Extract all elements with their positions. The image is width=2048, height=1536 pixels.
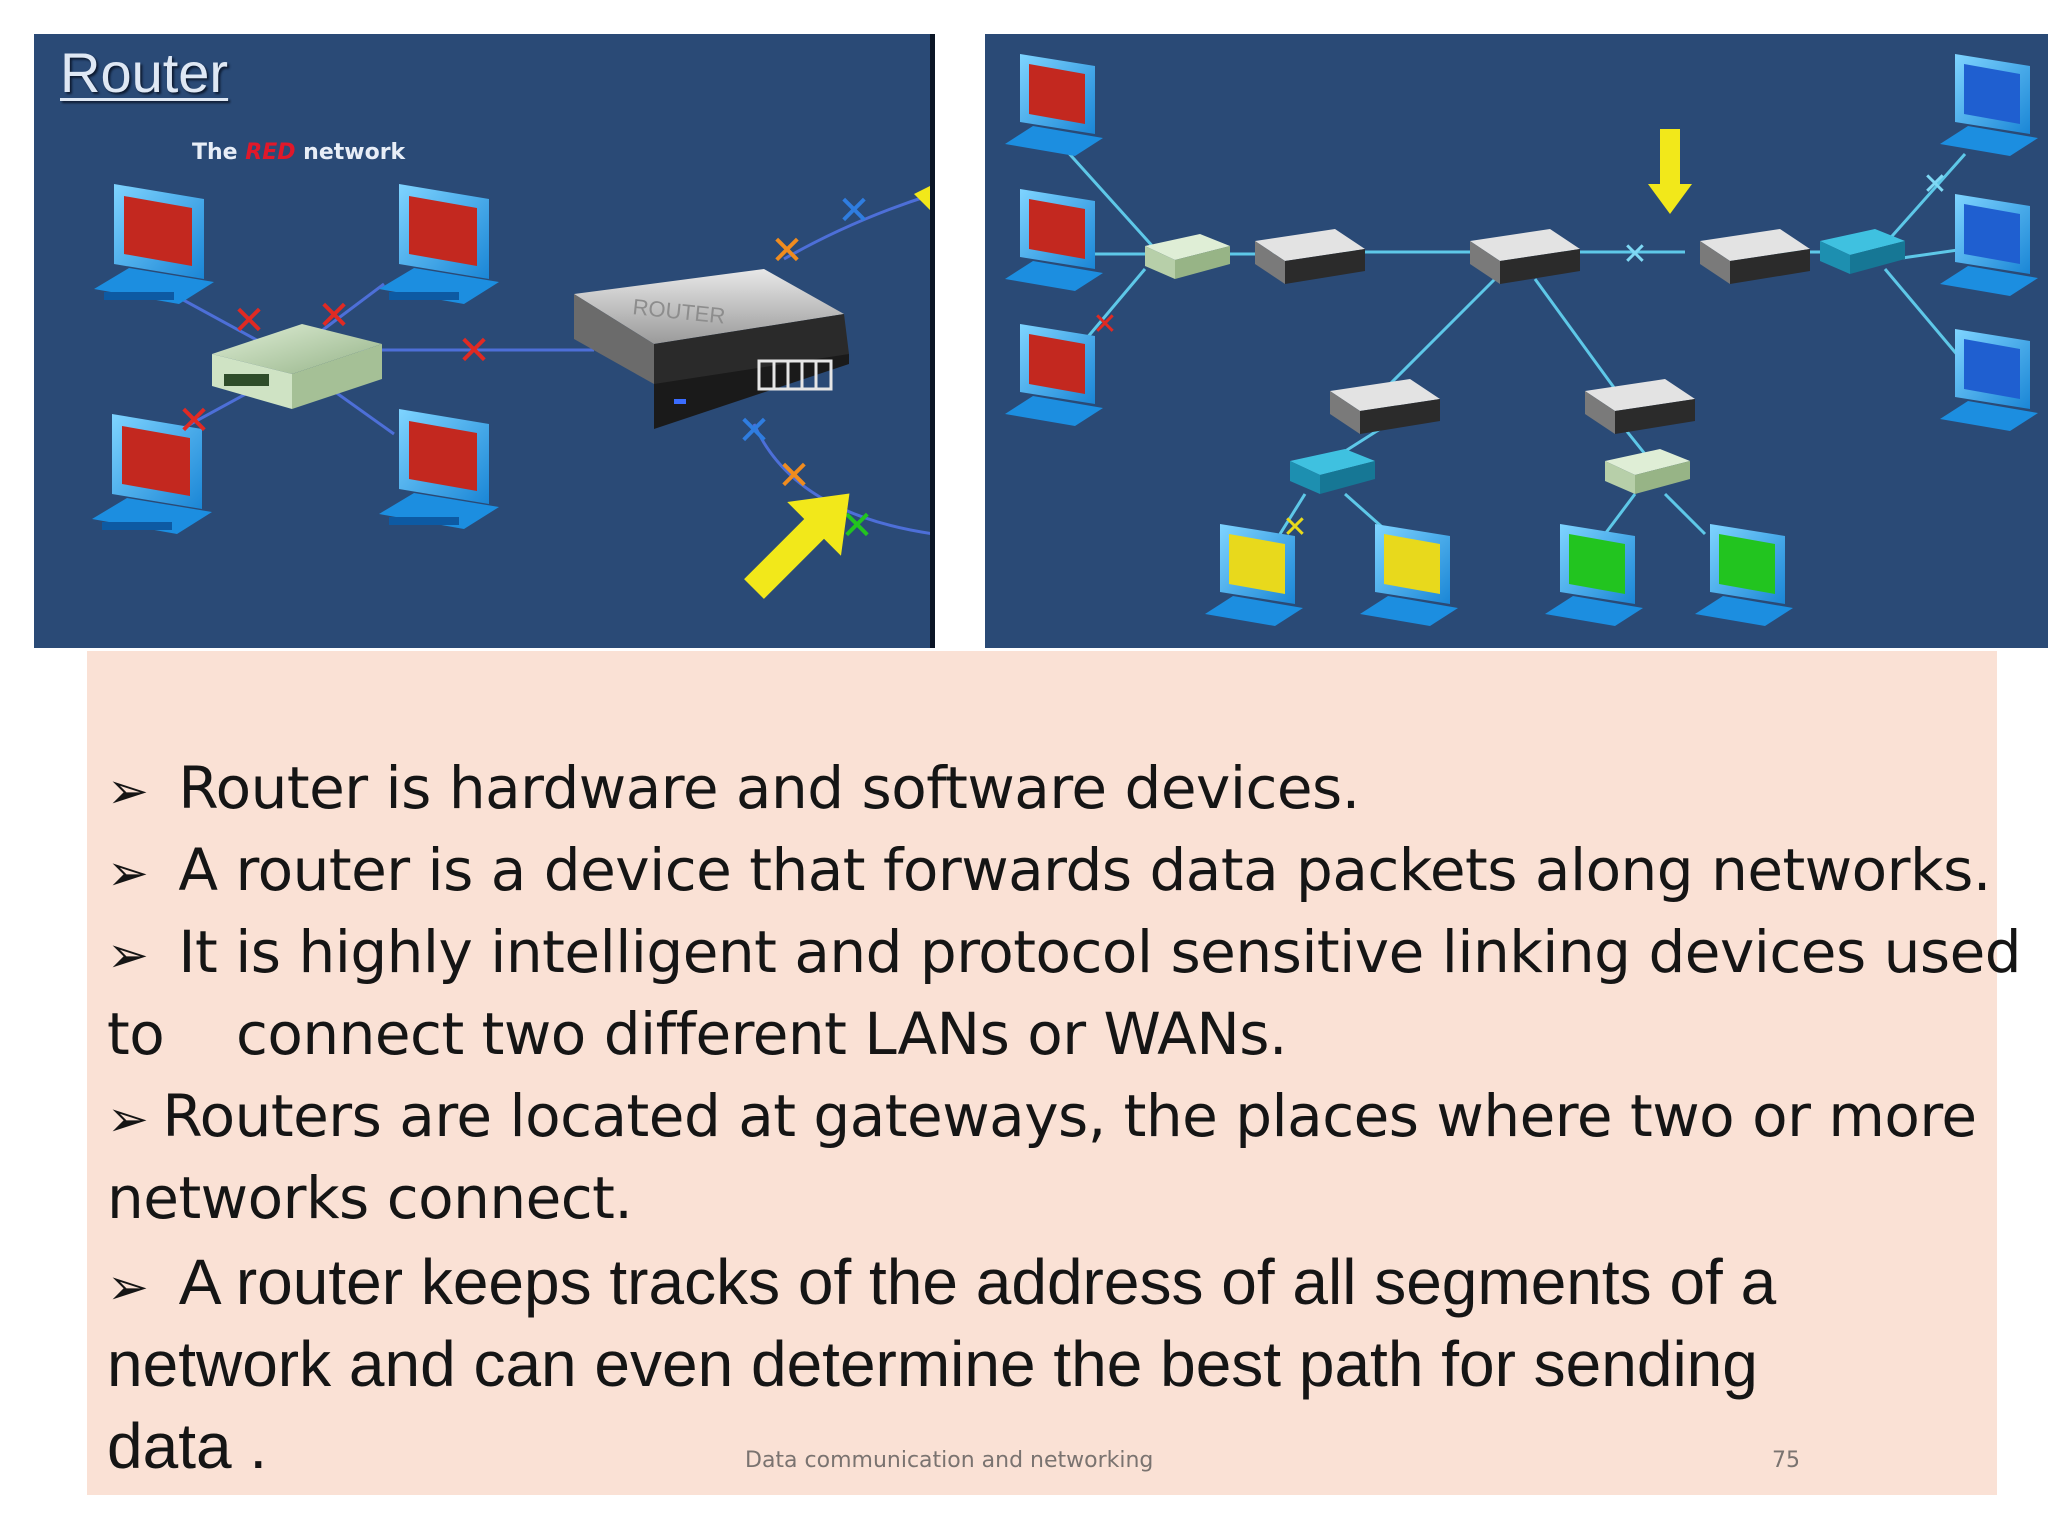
arrow-icon bbox=[744, 493, 850, 599]
arrow-icon bbox=[1648, 129, 1692, 214]
router-icon bbox=[1470, 229, 1580, 284]
packet-icon: ✕ bbox=[317, 293, 351, 339]
bullet-5: ➢ A router keeps tracks of the address of… bbox=[107, 1241, 1776, 1328]
packet-icon: ✕ bbox=[1922, 167, 1947, 202]
bullet-arrow-icon: ➢ bbox=[107, 1090, 149, 1148]
router-illustration-red-network: ROUTER ✕ ✕ ✕ ✕ ✕ ✕ ✕ ✕ ✕ Router The RED … bbox=[34, 34, 932, 648]
router-icon bbox=[1255, 229, 1365, 284]
bullet-4-continuation: networks connect. bbox=[107, 1164, 633, 1232]
bullet-4: ➢Routers are located at gateways, the pl… bbox=[107, 1075, 1977, 1160]
caption-prefix: The bbox=[192, 140, 238, 165]
bullet-arrow-icon: ➢ bbox=[107, 926, 149, 984]
computer-icon bbox=[1940, 54, 2038, 156]
router-icon bbox=[1700, 229, 1810, 284]
packet-icon: ✕ bbox=[1622, 237, 1647, 272]
bullet-arrow-icon: ➢ bbox=[107, 1259, 149, 1315]
bullet-text: Router is hardware and software devices. bbox=[178, 754, 1360, 822]
page-number: 75 bbox=[1772, 1448, 1800, 1473]
caption-suffix: network bbox=[303, 140, 406, 165]
router-icon bbox=[574, 269, 849, 429]
computer-icon bbox=[1360, 524, 1458, 626]
bullet-3-continuation: to connect two different LANs or WANs. bbox=[107, 1000, 1287, 1068]
computer-icon bbox=[379, 409, 499, 529]
packet-icon: ✕ bbox=[457, 328, 491, 374]
bullet-arrow-icon: ➢ bbox=[107, 844, 149, 902]
computer-icon bbox=[1205, 524, 1303, 626]
packet-icon: ✕ bbox=[1092, 307, 1117, 342]
hub-icon bbox=[1605, 449, 1690, 494]
hub-icon bbox=[1290, 449, 1375, 494]
bullet-2: ➢ A router is a device that forwards data… bbox=[107, 829, 1991, 914]
bullet-1: ➢ Router is hardware and software devices… bbox=[107, 747, 1360, 832]
packet-icon: ✕ bbox=[837, 188, 871, 234]
bullet-5-continuation: network and can even determine the best … bbox=[107, 1328, 1758, 1400]
computer-icon bbox=[1695, 524, 1793, 626]
red-network-caption: The RED network bbox=[192, 140, 405, 165]
panel-divider bbox=[930, 34, 935, 648]
computer-icon bbox=[1940, 329, 2038, 431]
red-network-diagram: ROUTER ✕ ✕ ✕ ✕ ✕ ✕ ✕ ✕ ✕ bbox=[92, 184, 932, 599]
computer-icon bbox=[1940, 194, 2038, 296]
computer-icon bbox=[1005, 189, 1103, 291]
bullet-5-continuation-2: data . bbox=[107, 1410, 268, 1482]
packet-icon: ✕ bbox=[1282, 510, 1307, 545]
hub-icon bbox=[212, 324, 382, 409]
packet-icon: ✕ bbox=[737, 408, 771, 454]
packet-icon: ✕ bbox=[770, 228, 804, 274]
slide-footer: Data communication and networking bbox=[745, 1448, 1154, 1473]
packet-icon: ✕ bbox=[177, 398, 211, 444]
slide-title: Router bbox=[60, 41, 229, 104]
hub-icon bbox=[1145, 234, 1230, 279]
bullet-text: Routers are located at gateways, the pla… bbox=[162, 1082, 1977, 1150]
bullet-arrow-icon: ➢ bbox=[107, 762, 149, 820]
packet-icon: ✕ bbox=[232, 298, 266, 344]
bullet-text: A router keeps tracks of the address of … bbox=[178, 1246, 1777, 1318]
slide-text-box: ➢ Router is hardware and software devices… bbox=[87, 651, 2022, 1495]
bullet-text: It is highly intelligent and protocol se… bbox=[178, 918, 2022, 986]
computer-icon bbox=[1005, 324, 1103, 426]
router-icon bbox=[1585, 379, 1695, 434]
router-illustration-multi-network: ✕ ✕ ✕ ✕ bbox=[985, 34, 2048, 648]
bullet-text: A router is a device that forwards data … bbox=[178, 836, 1991, 904]
computer-icon bbox=[379, 184, 499, 304]
router-icon bbox=[1330, 379, 1440, 434]
multi-network-diagram: ✕ ✕ ✕ ✕ bbox=[1005, 54, 2038, 626]
packet-icon: ✕ bbox=[777, 453, 811, 499]
bullet-3: ➢ It is highly intelligent and protocol s… bbox=[107, 911, 2022, 996]
computer-icon bbox=[92, 414, 212, 534]
hub-icon bbox=[1820, 229, 1905, 274]
computer-icon bbox=[94, 184, 214, 304]
computer-icon bbox=[1005, 54, 1103, 156]
computer-icon bbox=[1545, 524, 1643, 626]
caption-highlight: RED bbox=[245, 140, 296, 165]
